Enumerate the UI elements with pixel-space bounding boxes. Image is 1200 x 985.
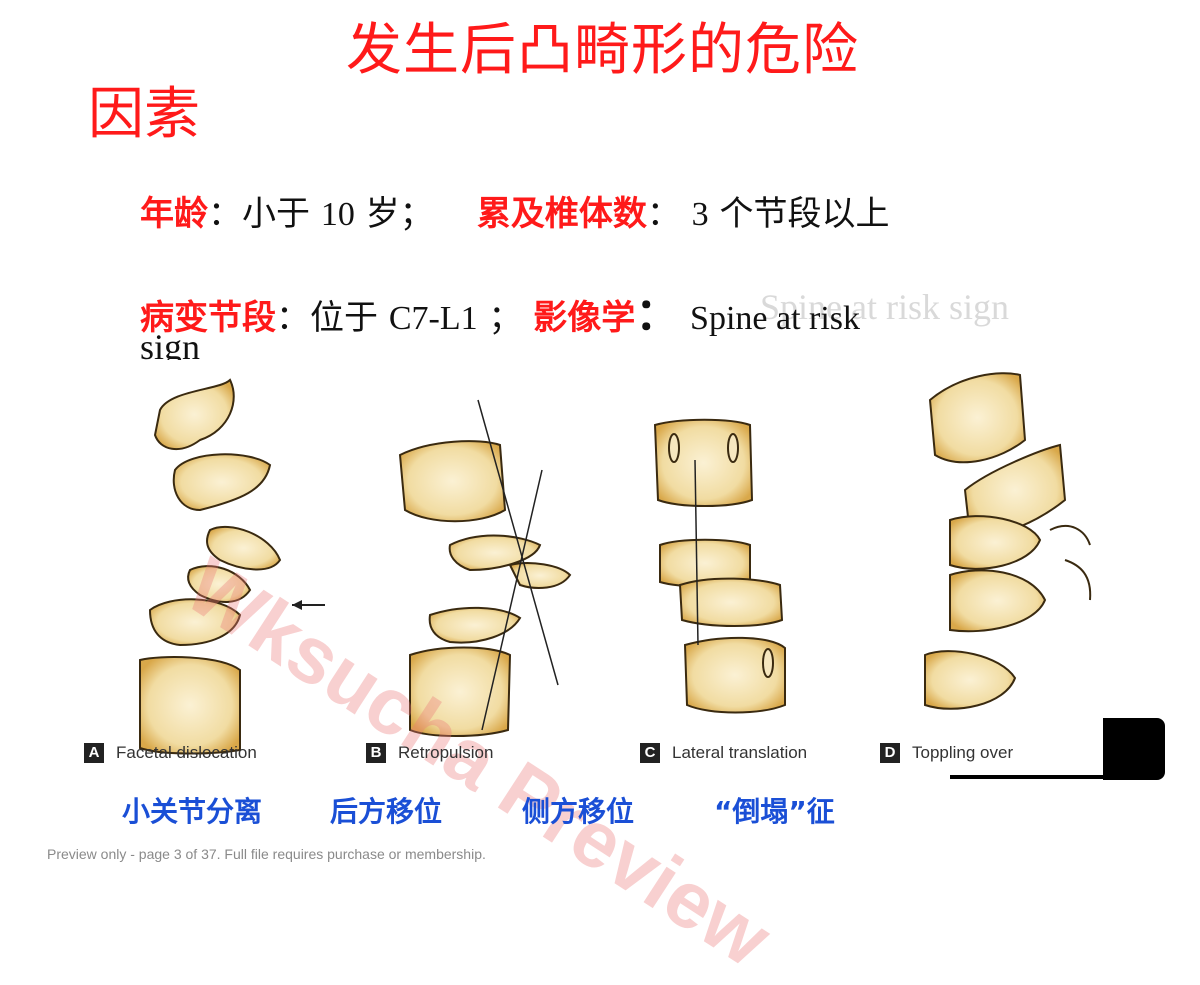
panel-a-drawing xyxy=(139,378,325,755)
segment-end: ； xyxy=(488,298,523,338)
spine-illustration xyxy=(80,360,1100,780)
factor-row-1: 年龄：小于 10 岁； 累及椎体数： 3 个节段以上 xyxy=(140,186,889,235)
vertebrae-sep: ： xyxy=(646,194,681,234)
preview-footer: Preview only - page 3 of 37. Full file r… xyxy=(47,846,486,862)
slide-title-line1: 发生后凸畸形的危险 xyxy=(346,18,859,83)
panel-c-cn-caption: 侧方移位 xyxy=(522,795,635,828)
vertebrae-label: 累及椎体数 xyxy=(476,194,647,234)
panel-b-drawing xyxy=(398,399,572,737)
panel-a-caption: Facetal dislocation xyxy=(116,742,257,762)
panel-a-letter: A xyxy=(84,743,104,763)
age-value: 10 xyxy=(320,196,355,233)
panel-b-caption: Retropulsion xyxy=(398,742,494,762)
panel-b-cn-caption: 后方移位 xyxy=(330,795,443,828)
panel-c-caption: Lateral translation xyxy=(672,742,808,762)
panel-b-letter: B xyxy=(366,743,386,763)
segment-label: 病变节段 xyxy=(140,298,276,338)
age-unit: 岁； xyxy=(365,194,434,234)
vertebrae-value: 3 xyxy=(691,196,709,233)
slide-title-line2: 因素 xyxy=(88,82,200,147)
segment-value: C7-L1 xyxy=(388,300,478,337)
imaging-value: Spine at risk xyxy=(690,300,861,337)
panel-d-label: D Toppling over xyxy=(880,742,1013,763)
panel-d-cn-caption: “倒塌”征 xyxy=(714,795,835,828)
panel-c-letter: C xyxy=(640,743,660,763)
panel-c-label: C Lateral translation xyxy=(640,742,807,763)
panel-b-label: B Retropulsion xyxy=(366,742,493,763)
imaging-colon: ： xyxy=(635,289,680,340)
panel-d-drawing xyxy=(924,372,1092,710)
segment-sep: ：位于 xyxy=(276,298,378,338)
age-sep: ：小于 xyxy=(208,194,310,234)
panel-d-caption: Toppling over xyxy=(912,742,1014,762)
panel-a-cn-caption: 小关节分离 xyxy=(122,795,263,828)
panel-a-label: A Facetal dislocation xyxy=(84,742,257,763)
corner-line xyxy=(950,775,1105,779)
corner-block xyxy=(1103,718,1165,780)
age-label: 年龄 xyxy=(140,194,208,234)
vertebrae-unit: 个节段以上 xyxy=(719,194,890,234)
imaging-ghost-text: Spine at risk sign xyxy=(760,287,1009,327)
panel-d-letter: D xyxy=(880,743,900,763)
panel-c-drawing xyxy=(653,418,786,714)
imaging-label: 影像学 xyxy=(533,298,636,338)
factor-row-2: 病变节段：位于 C7-L1 ； 影像学： Spine at risk xyxy=(140,278,860,342)
